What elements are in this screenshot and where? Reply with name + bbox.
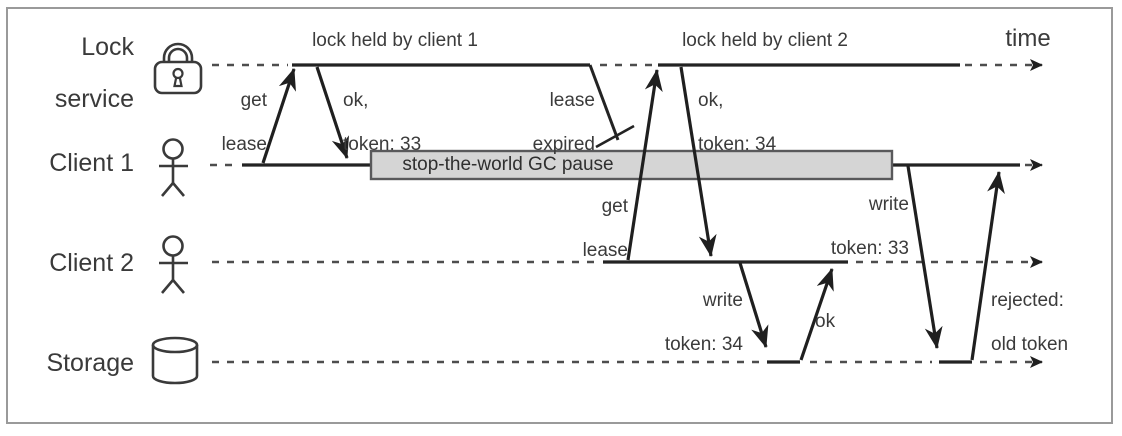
database-icon xyxy=(151,336,199,385)
time-axis-label: time xyxy=(1005,25,1051,52)
label-write-token-33-line2: token: 33 xyxy=(830,238,909,259)
label-write-token-34-line2: token: 34 xyxy=(664,334,743,355)
person-icon-2 xyxy=(159,235,188,294)
label-rejected-old-token: rejected: old token xyxy=(991,290,1101,356)
label-ok-write: ok xyxy=(815,311,836,332)
label-ok-token-34: ok, token: 34 xyxy=(698,90,808,156)
lane-label-client-1: Client 1 xyxy=(49,149,134,177)
label-gc-pause: stop-the-world GC pause xyxy=(402,154,614,175)
arrow-write-token-34 xyxy=(738,262,769,348)
label-write-token-34-line1: write xyxy=(702,290,743,311)
label-lock-held-client1: lock held by client 1 xyxy=(312,30,478,51)
label-get-lease-client2: get lease xyxy=(548,196,628,262)
label-lease-expired-line1: lease xyxy=(549,90,595,111)
label-lease-expired: lease expired xyxy=(505,90,595,156)
label-lock-held-client2: lock held by client 2 xyxy=(682,30,848,51)
label-get-lease-client1-line2: lease xyxy=(221,134,267,155)
label-get-lease-client2-line1: get xyxy=(601,196,628,217)
label-ok-token-34-line1: ok, xyxy=(698,90,724,111)
label-write-token-33: write token: 33 xyxy=(799,194,909,260)
label-ok-token-33: ok, token: 33 xyxy=(343,90,453,156)
lock-service-lifeline xyxy=(212,59,1043,149)
person-icon xyxy=(159,138,188,197)
label-write-token-34: write token: 34 xyxy=(633,290,743,356)
label-ok-token-34-line2: token: 34 xyxy=(698,134,777,155)
label-rejected-line1: rejected: xyxy=(991,290,1064,311)
lane-label-lock-service: Lock service xyxy=(28,34,134,112)
lease-expired-cross-icon xyxy=(595,124,635,149)
arrow-ok-token-33 xyxy=(315,66,349,159)
arrow-write-token-33 xyxy=(906,165,943,349)
label-get-lease-client2-line2: lease xyxy=(582,240,628,261)
label-rejected-line2: old token xyxy=(991,334,1069,355)
arrow-rejected xyxy=(970,171,1005,361)
gc-pause-box xyxy=(369,149,894,181)
label-ok-token-33-line1: ok, xyxy=(343,90,369,111)
label-lease-expired-line2: expired xyxy=(532,134,595,155)
label-ok-token-33-line2: token: 33 xyxy=(343,134,422,155)
diagram-border xyxy=(6,7,1113,424)
arrow-get-lease-client1 xyxy=(261,68,296,164)
lane-label-lock-line1: Lock xyxy=(81,33,134,61)
arrow-ok-write xyxy=(799,268,834,361)
lane-label-client-2: Client 2 xyxy=(49,249,134,277)
lane-label-lock-line2: service xyxy=(54,85,134,113)
padlock-icon xyxy=(153,42,203,95)
label-get-lease-client1-line1: get xyxy=(240,90,267,111)
arrow-ok-token-34 xyxy=(679,66,717,257)
label-get-lease-client1: get lease xyxy=(187,90,267,156)
arrow-get-lease-client2 xyxy=(626,69,663,261)
label-write-token-33-line1: write xyxy=(868,194,909,215)
lane-label-storage: Storage xyxy=(46,349,134,377)
